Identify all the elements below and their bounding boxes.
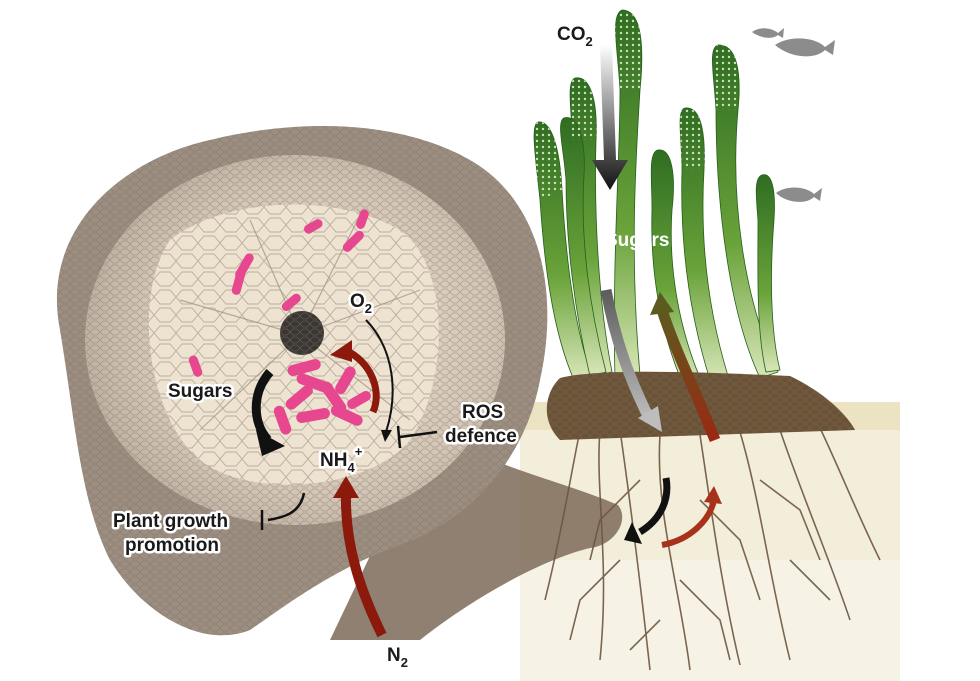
nutrient-up-arrowhead bbox=[650, 292, 674, 315]
sugars-cell-arrowhead bbox=[256, 430, 285, 456]
root-sugar-arrow bbox=[638, 477, 671, 536]
bacterium bbox=[231, 269, 246, 295]
root-nh4-arrowhead bbox=[704, 486, 722, 504]
o2-arrowhead bbox=[381, 430, 392, 442]
bacterium bbox=[320, 381, 347, 414]
n2-fixation-arrow bbox=[340, 494, 387, 638]
co2-uptake-arrow bbox=[592, 45, 628, 190]
bacteria-cluster bbox=[188, 209, 371, 435]
bacterium bbox=[281, 293, 301, 312]
bacterium bbox=[330, 405, 363, 426]
bacterium bbox=[303, 219, 323, 234]
sugars-down-arrow bbox=[600, 289, 655, 423]
bacterium bbox=[335, 366, 356, 394]
o2-label: O2 bbox=[350, 291, 372, 316]
bacterium bbox=[287, 359, 321, 376]
bacterium bbox=[347, 391, 371, 409]
bacterium bbox=[342, 230, 364, 252]
seagrass-plant bbox=[533, 9, 881, 671]
bacterium bbox=[296, 407, 330, 423]
root-body bbox=[330, 430, 623, 640]
ros-label-line1: ROS bbox=[462, 402, 503, 423]
root-sugar-arrowhead bbox=[624, 522, 642, 544]
growth-link-line bbox=[267, 492, 306, 522]
fish-icon bbox=[776, 187, 822, 202]
sugars-cell-label: Sugars bbox=[168, 381, 232, 402]
bacterium bbox=[188, 355, 203, 377]
bacterium bbox=[273, 405, 292, 435]
bacterium bbox=[356, 209, 369, 229]
bacterium bbox=[285, 385, 313, 410]
fish-icon bbox=[775, 38, 835, 57]
root-cross-section bbox=[56, 126, 623, 640]
sugars-plant-label: Sugars bbox=[605, 230, 669, 251]
ros-inhibit-bar bbox=[396, 425, 402, 449]
o2-arrow bbox=[365, 319, 394, 433]
nh4-return-arrowhead bbox=[330, 340, 352, 362]
root-nh4-arrow bbox=[661, 499, 717, 548]
nh4-return-arrow bbox=[343, 346, 380, 414]
co2-label: CO2 bbox=[557, 24, 593, 49]
growth-label-line2: promotion bbox=[125, 535, 219, 556]
ros-label-line2: defence bbox=[445, 426, 517, 447]
fish-group bbox=[752, 28, 835, 202]
ros-inhibit-line bbox=[399, 430, 438, 439]
nh4-label: NH4+ bbox=[320, 444, 363, 475]
n2-fixation-arrowhead bbox=[333, 476, 359, 498]
nutrient-up-arrow bbox=[656, 308, 721, 443]
roots bbox=[544, 427, 881, 671]
n2-label: N2 bbox=[387, 645, 408, 670]
fish-icon bbox=[752, 28, 784, 38]
growth-label-line1: Plant growth bbox=[113, 511, 228, 532]
sugars-down-arrowhead bbox=[638, 406, 662, 432]
leaf bbox=[755, 174, 781, 373]
